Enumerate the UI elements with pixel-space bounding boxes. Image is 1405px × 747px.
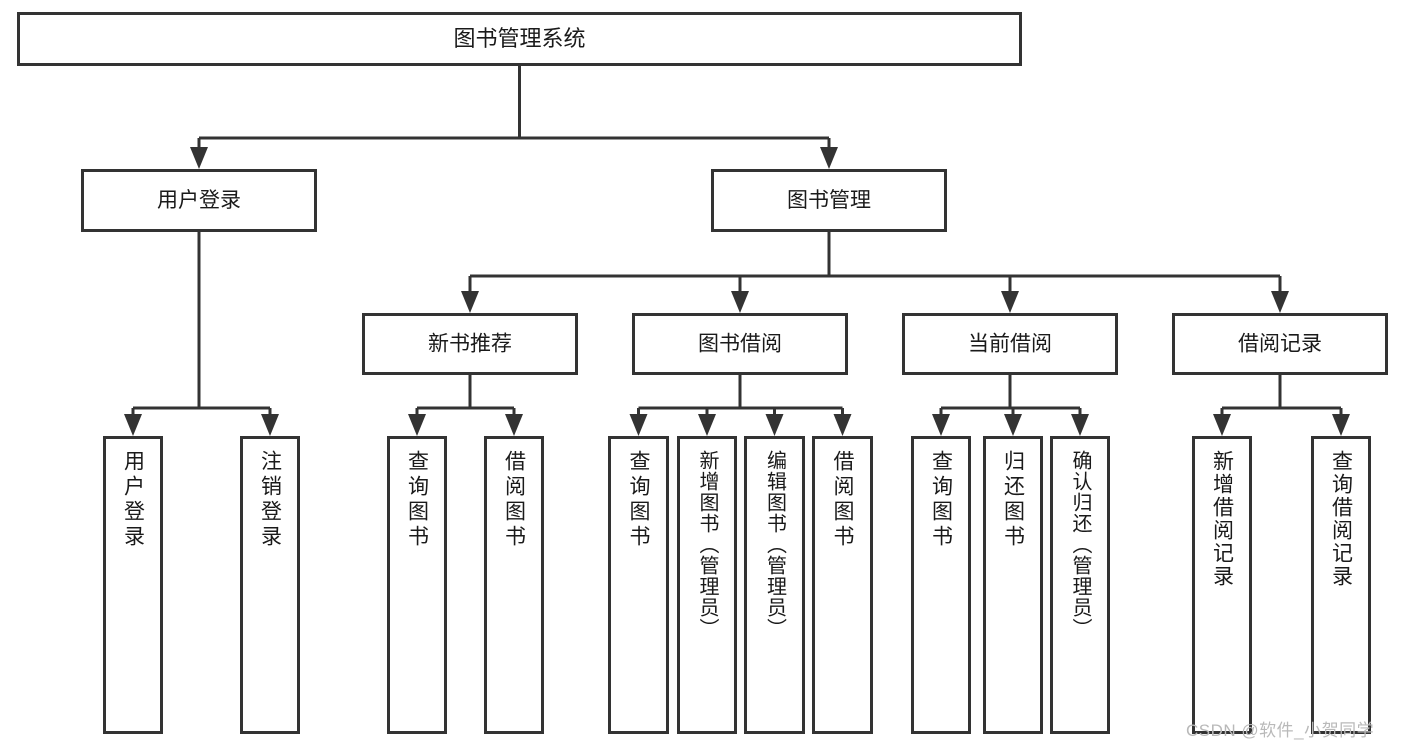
- node-level2-0[interactable]: [81, 169, 317, 232]
- node-level3-2-label: 当前借阅: [968, 333, 1052, 356]
- node-leaf-7[interactable]: [812, 436, 873, 734]
- node-level3-3-label: 借阅记录: [1238, 333, 1322, 356]
- node-leaf-5-rect[interactable]: [677, 436, 737, 734]
- arrow-to-leaf-2-0-head: [629, 414, 648, 436]
- arrow-to-level3-2-head: [1001, 291, 1019, 313]
- node-level3-3-rect[interactable]: [1172, 313, 1388, 375]
- node-root-system[interactable]: [17, 12, 1022, 66]
- node-leaf-2-rect[interactable]: [387, 436, 447, 734]
- node-leaf-6[interactable]: [744, 436, 805, 734]
- node-leaf-1[interactable]: [240, 436, 300, 734]
- arrow-to-leaf-4-0-head: [1213, 414, 1231, 436]
- node-leaf-5[interactable]: [677, 436, 737, 734]
- node-boxes-layer: [17, 12, 1388, 734]
- node-root-system-rect[interactable]: [17, 12, 1022, 66]
- arrow-to-level2-1-head: [820, 147, 838, 169]
- csdn-watermark: CSDN @软件_小贺同学: [1186, 721, 1375, 740]
- node-root-system-label: 图书管理系统: [453, 26, 585, 51]
- node-level3-2-rect[interactable]: [902, 313, 1118, 375]
- node-leaf-4-rect[interactable]: [608, 436, 669, 734]
- arrow-to-leaf-2-3-head: [833, 414, 852, 436]
- node-level3-3[interactable]: [1172, 313, 1388, 375]
- node-level2-1-rect[interactable]: [711, 169, 947, 232]
- connector-lines-layer: [124, 66, 1350, 436]
- node-level2-0-label: 用户登录: [157, 189, 241, 212]
- node-level3-1[interactable]: [632, 313, 848, 375]
- arrow-to-leaf-1-1-head: [505, 414, 523, 436]
- arrow-to-level3-0-head: [461, 291, 479, 313]
- node-leaf-0-rect[interactable]: [103, 436, 163, 734]
- node-leaf-8[interactable]: [911, 436, 971, 734]
- node-leaf-0[interactable]: [103, 436, 163, 734]
- arrow-to-level3-1-head: [731, 291, 749, 313]
- node-leaf-2[interactable]: [387, 436, 447, 734]
- node-leaf-11-rect[interactable]: [1192, 436, 1252, 734]
- node-leaf-7-rect[interactable]: [812, 436, 873, 734]
- arrow-to-leaf-0-0-head: [124, 414, 142, 436]
- arrow-to-level3-3-head: [1271, 291, 1289, 313]
- node-level3-0-label: 新书推荐: [428, 333, 512, 356]
- node-level3-1-label: 图书借阅: [698, 333, 782, 356]
- arrow-to-leaf-2-2-head: [765, 414, 784, 436]
- node-leaf-10-rect[interactable]: [1050, 436, 1110, 734]
- node-leaf-4[interactable]: [608, 436, 669, 734]
- node-leaf-6-rect[interactable]: [744, 436, 805, 734]
- node-level2-0-rect[interactable]: [81, 169, 317, 232]
- arrow-to-level2-0-head: [190, 147, 208, 169]
- arrow-to-leaf-0-1-head: [261, 414, 279, 436]
- node-leaf-8-rect[interactable]: [911, 436, 971, 734]
- node-leaf-11[interactable]: [1192, 436, 1252, 734]
- arrow-to-leaf-1-0-head: [408, 414, 426, 436]
- node-level2-1-label: 图书管理: [787, 189, 871, 212]
- arrow-to-leaf-3-0-head: [932, 414, 950, 436]
- node-level3-2[interactable]: [902, 313, 1118, 375]
- arrow-to-leaf-3-1-head: [1004, 414, 1022, 436]
- node-leaf-9-rect[interactable]: [983, 436, 1043, 734]
- node-leaf-1-rect[interactable]: [240, 436, 300, 734]
- node-leaf-3-rect[interactable]: [484, 436, 544, 734]
- node-leaf-9[interactable]: [983, 436, 1043, 734]
- arrow-to-leaf-4-1-head: [1332, 414, 1350, 436]
- node-level3-0-rect[interactable]: [362, 313, 578, 375]
- node-leaf-10[interactable]: [1050, 436, 1110, 734]
- arrow-to-leaf-3-2-head: [1071, 414, 1089, 436]
- node-level3-1-rect[interactable]: [632, 313, 848, 375]
- arrow-to-leaf-2-1-head: [698, 414, 716, 436]
- node-leaf-12[interactable]: [1311, 436, 1371, 734]
- node-leaf-12-rect[interactable]: [1311, 436, 1371, 734]
- node-level3-0[interactable]: [362, 313, 578, 375]
- node-leaf-3[interactable]: [484, 436, 544, 734]
- node-level2-1[interactable]: [711, 169, 947, 232]
